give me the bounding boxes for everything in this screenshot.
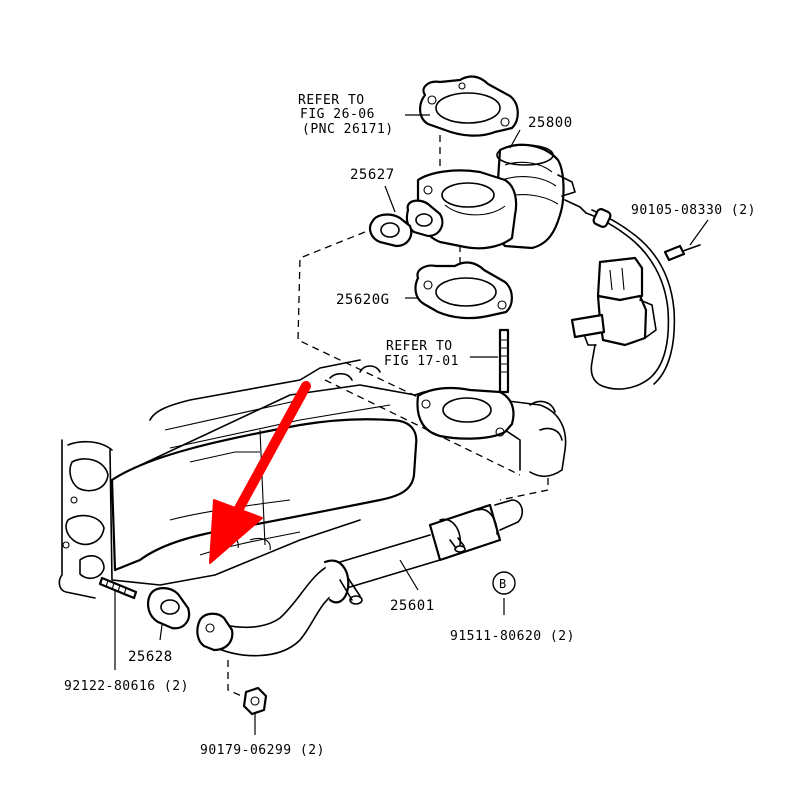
part-25601-label: 25601 [390, 598, 435, 614]
refer-fig26-line1: REFER TO [298, 93, 365, 108]
manifold-stud [498, 328, 510, 394]
intake-manifold [109, 359, 567, 586]
egr-pipe [196, 499, 524, 657]
refer-fig17-line2: FIG 17-01 [384, 354, 459, 369]
red-arrow-icon [209, 381, 311, 564]
egr-valve-assembly [369, 75, 587, 320]
refer-fig26-line3: (PNC 26171) [302, 122, 394, 137]
part-25620g-label: 25620G [336, 292, 390, 308]
gasket-25628 [147, 587, 191, 630]
part-25800-label: 25800 [528, 115, 573, 131]
circle-b-marker-icon [492, 571, 516, 595]
part-92122-label: 92122-80616 (2) [64, 679, 189, 694]
part-90105-label: 90105-08330 (2) [631, 203, 756, 218]
stud-bolt [98, 576, 138, 600]
dashed-lines [227, 135, 549, 699]
refer-fig26-line2: FIG 26-06 [300, 107, 375, 122]
part-25628-label: 25628 [128, 649, 173, 665]
part-91511-label: 91511-80620 (2) [450, 629, 575, 644]
nut-icon [242, 686, 268, 716]
vacuum-hose-and-vsv [570, 208, 701, 390]
leader-lines [114, 114, 709, 735]
part-25627-label: 25627 [350, 167, 395, 183]
cylinder-head [58, 439, 113, 599]
refer-fig17-line1: REFER TO [386, 339, 453, 354]
part-90179-label: 90179-06299 (2) [200, 743, 325, 758]
b-marker-label: B [499, 577, 507, 591]
bolt-icon [663, 244, 686, 262]
